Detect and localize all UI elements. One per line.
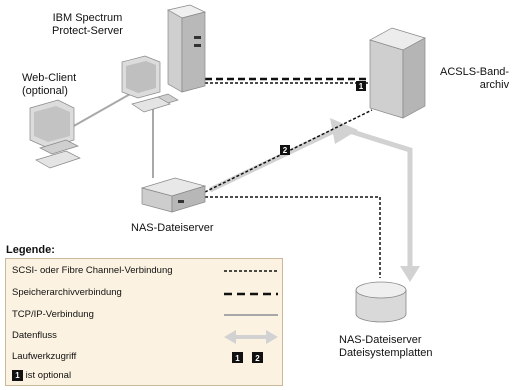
disks-label: NAS-Dateiserver Dateisystemplatten — [339, 334, 433, 360]
legend-drive-access-label: Laufwerkzugriff — [12, 351, 77, 362]
legend-drive-access-badges — [232, 352, 263, 363]
webclient-label: Web-Client (optional) — [22, 72, 76, 98]
legend-badge-2-text: 2 — [255, 354, 260, 363]
nas-server-label-text: NAS-Dateiserver — [131, 222, 214, 234]
tcpip-connections — [71, 92, 154, 178]
badge-1-text: 1 — [359, 82, 364, 91]
server-label-line2: Protect-Server — [52, 25, 123, 37]
tape-library-icon — [369, 27, 426, 119]
library-label: ACSLS-Band- archiv — [440, 66, 509, 92]
webclient-label-line1: Web-Client — [22, 72, 77, 84]
scsi-connections — [204, 82, 381, 278]
server-monitor-icon — [121, 55, 179, 113]
legend-scsi-label: SCSI- oder Fibre Channel-Verbindung — [12, 265, 173, 276]
legend-dataflow-symbol — [224, 330, 278, 344]
legend-badge-1-text: 1 — [235, 354, 240, 363]
web-client-icon — [29, 99, 81, 169]
badge-1-marker — [356, 81, 366, 91]
server-label: IBM Spectrum Protect-Server — [52, 12, 123, 38]
webclient-label-line2: (optional) — [22, 85, 68, 97]
badge-2-marker — [280, 145, 290, 155]
legend-box: SCSI- oder Fibre Channel-Verbindung Spei… — [5, 258, 283, 386]
dataflow-arrowhead-down — [400, 266, 420, 282]
dataflow-arrowhead-up — [330, 118, 358, 144]
legend-dataflow-label: Datenfluss — [12, 330, 57, 341]
server-tower-icon — [167, 4, 207, 93]
disk-cylinder-icon — [355, 281, 407, 323]
nas-server-label: NAS-Dateiserver — [131, 222, 214, 235]
dataflow-arrow — [208, 125, 413, 270]
legend-symbols: 1 2 — [224, 270, 278, 363]
disks-label-line2: Dateisystemplatten — [339, 347, 433, 359]
legend-tcpip-label: TCP/IP-Verbindung — [12, 309, 94, 320]
nas-server-icon — [140, 177, 207, 213]
legend-optional-row: 1 ist optional — [12, 370, 71, 381]
legend-optional-badge: 1 — [12, 370, 23, 381]
disks-label-line1: NAS-Dateiserver — [339, 334, 422, 346]
legend-library-label: Speicherarchivverbindung — [12, 287, 122, 298]
server-label-line1: IBM Spectrum — [52, 12, 123, 24]
legend-title: Legende: — [6, 244, 55, 256]
badge-2-text: 2 — [283, 146, 288, 155]
library-label-line1: ACSLS-Band- — [440, 66, 510, 78]
library-label-line2: archiv — [479, 79, 510, 91]
legend-optional-label: ist optional — [25, 370, 72, 382]
